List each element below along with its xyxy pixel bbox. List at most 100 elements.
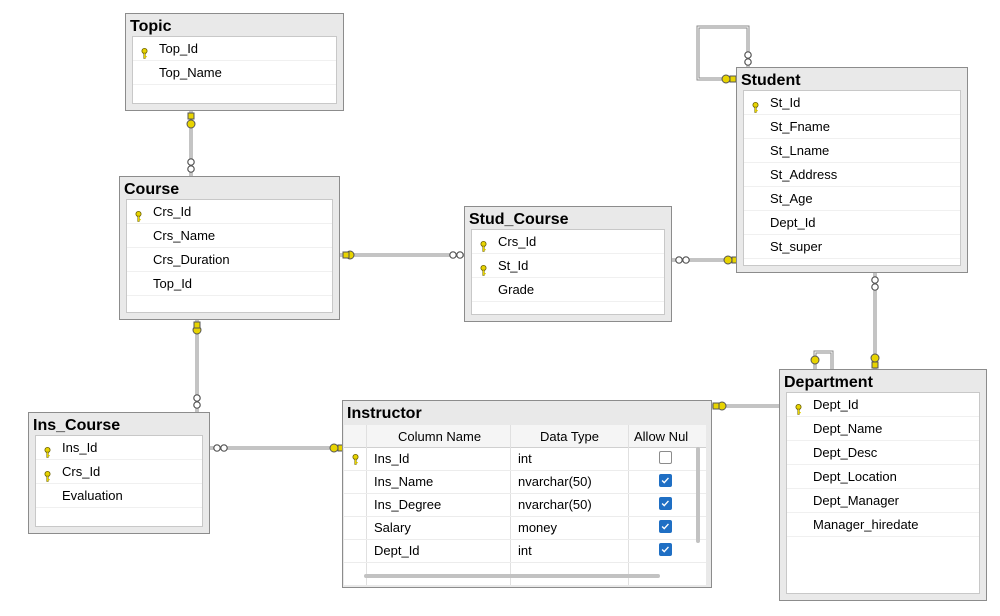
column-row[interactable]: Evaluation [36, 484, 202, 508]
column-row[interactable]: Top_Id [127, 272, 332, 296]
data-type-cell[interactable]: int [518, 543, 532, 558]
header-data-type[interactable]: Data Type [540, 429, 600, 444]
primary-key-icon [44, 442, 51, 458]
column-name: Crs_Id [153, 204, 192, 219]
key-end-marker [186, 119, 196, 129]
allow-nulls-checkbox[interactable] [659, 520, 672, 533]
table-title: Instructor [347, 405, 422, 422]
column-row[interactable]: St_Id [472, 254, 664, 278]
column-row[interactable]: Dept_Location [787, 465, 979, 489]
data-type-cell[interactable]: money [518, 520, 558, 535]
column-name-cell[interactable]: Salary [374, 520, 411, 535]
column-name: Top_Id [153, 276, 193, 291]
column-row[interactable]: Crs_Name [127, 224, 332, 248]
column-name: Dept_Id [770, 215, 816, 230]
grid-row[interactable]: Dept_Id int [344, 539, 706, 563]
column-row[interactable]: St_Age [744, 187, 960, 211]
column-name: Dept_Desc [813, 445, 878, 460]
column-row[interactable]: Dept_Name [787, 417, 979, 441]
primary-key-icon [752, 97, 759, 113]
column-row[interactable]: Top_Name [133, 61, 336, 85]
column-name: St_Fname [770, 119, 830, 134]
column-row[interactable]: St_Id [744, 91, 960, 115]
column-name: St_super [770, 239, 823, 254]
grid-row[interactable]: Ins_Degree nvarchar(50) [344, 493, 706, 517]
column-name: Crs_Duration [153, 252, 230, 267]
column-name: Dept_Name [813, 421, 883, 436]
infinity-end-marker [213, 444, 221, 452]
column-row[interactable]: Crs_Id [127, 200, 332, 224]
table-title: Department [784, 374, 873, 391]
infinity-end-marker [744, 51, 752, 59]
column-row[interactable]: Crs_Duration [127, 248, 332, 272]
horizontal-scrollbar[interactable] [364, 574, 660, 578]
infinity-end-marker [871, 276, 879, 284]
column-name-cell[interactable]: Ins_Degree [374, 497, 442, 512]
column-row[interactable]: Grade [472, 278, 664, 302]
column-name: Ins_Id [62, 440, 98, 455]
allow-nulls-checkbox[interactable] [659, 543, 672, 556]
column-row[interactable]: Crs_Id [472, 230, 664, 254]
column-name: St_Id [770, 95, 801, 110]
column-name: Grade [498, 282, 535, 297]
column-name-cell[interactable]: Ins_Name [374, 474, 434, 489]
column-row[interactable]: St_Fname [744, 115, 960, 139]
grid-row[interactable]: Ins_Id int [344, 447, 706, 471]
table-title: Student [741, 72, 801, 89]
header-column-name[interactable]: Column Name [398, 429, 482, 444]
data-type-cell[interactable]: int [518, 451, 532, 466]
grid-row[interactable]: Salary money [344, 516, 706, 540]
data-type-cell[interactable]: nvarchar(50) [518, 497, 592, 512]
data-type-cell[interactable]: nvarchar(50) [518, 474, 592, 489]
key-end-marker [329, 443, 339, 453]
column-name: Crs_Id [498, 234, 537, 249]
key-end-marker [810, 355, 820, 365]
vertical-scrollbar[interactable] [696, 447, 700, 543]
column-name-cell[interactable]: Ins_Id [374, 451, 410, 466]
column-row[interactable]: Dept_Desc [787, 441, 979, 465]
grid-row[interactable]: Ins_Name nvarchar(50) [344, 470, 706, 494]
column-row[interactable]: Dept_Manager [787, 489, 979, 513]
primary-key-icon [44, 466, 51, 482]
allow-nulls-checkbox[interactable] [659, 451, 672, 464]
column-name: Crs_Name [153, 228, 216, 243]
column-row[interactable]: Top_Id [133, 37, 336, 61]
column-row[interactable]: Ins_Id [36, 436, 202, 460]
column-row[interactable]: Manager_hiredate [787, 513, 979, 537]
primary-key-icon [352, 453, 359, 465]
column-row[interactable]: Crs_Id [36, 460, 202, 484]
column-name: Dept_Location [813, 469, 897, 484]
column-row[interactable]: Dept_Id [744, 211, 960, 235]
column-row[interactable]: St_Address [744, 163, 960, 187]
column-name-cell[interactable]: Dept_Id [374, 543, 420, 558]
table-title: Topic [130, 18, 172, 35]
primary-key-icon [135, 206, 142, 222]
allow-nulls-checkbox[interactable] [659, 497, 672, 510]
column-row[interactable]: St_Lname [744, 139, 960, 163]
infinity-end-marker [193, 394, 201, 402]
infinity-end-marker [675, 256, 683, 264]
column-row[interactable]: St_super [744, 235, 960, 259]
primary-key-icon [480, 260, 487, 276]
allow-nulls-checkbox[interactable] [659, 474, 672, 487]
column-name: St_Lname [770, 143, 830, 158]
column-name: Manager_hiredate [813, 517, 919, 532]
header-allow-nulls[interactable]: Allow Nul [634, 429, 689, 444]
column-row[interactable]: Dept_Id [787, 393, 979, 417]
column-name: Dept_Id [813, 397, 859, 412]
key-end-marker [870, 353, 880, 363]
key-end-marker [723, 255, 733, 265]
